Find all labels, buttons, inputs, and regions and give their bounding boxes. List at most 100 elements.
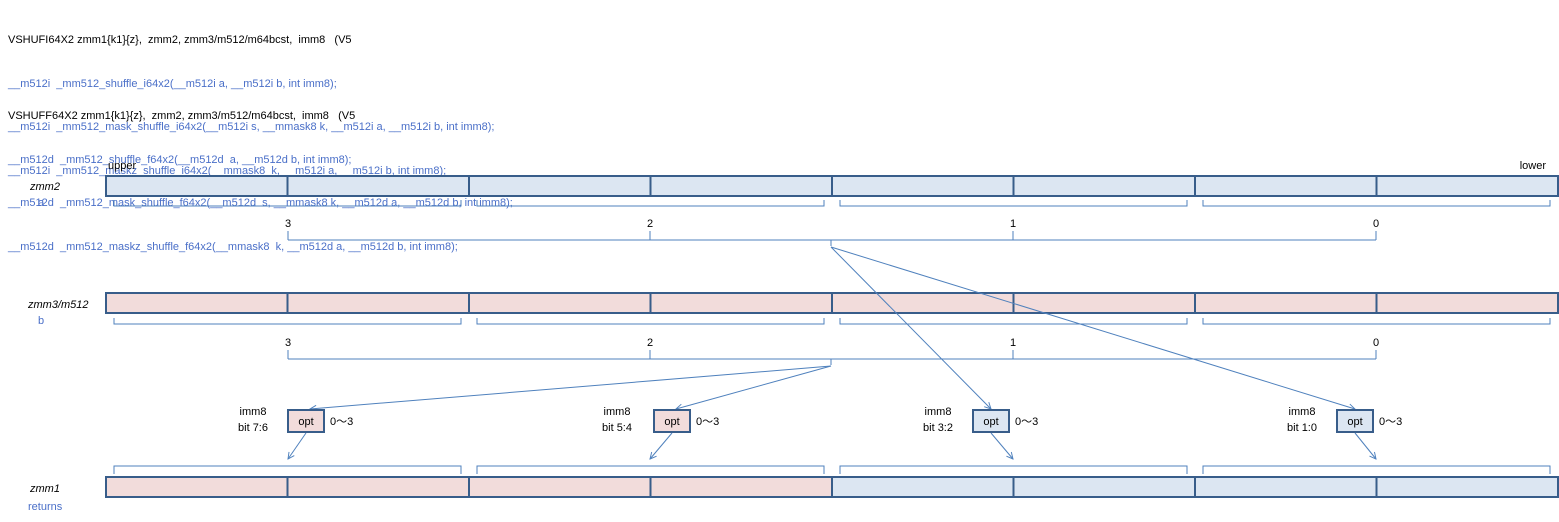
- zmm3-label: zmm3/m512: [27, 299, 89, 311]
- select-arrow: [288, 432, 307, 459]
- opt-box: [972, 409, 1010, 433]
- register-cell: [105, 292, 289, 314]
- lane-index-label: 1: [1010, 218, 1016, 230]
- imm8-label: imm8: [604, 406, 631, 418]
- range-label: 0～3: [1379, 416, 1402, 428]
- register-cell: [286, 292, 470, 314]
- selector-0: opt 0～3 imm8 bit 7:6: [238, 406, 353, 459]
- opt-box: [1336, 409, 1374, 433]
- opt-label: opt: [983, 416, 998, 428]
- lane-brace: [113, 318, 462, 325]
- lane-index-label: 1: [1010, 337, 1016, 349]
- register-cell: [1194, 292, 1378, 314]
- register-cell: [1012, 476, 1196, 498]
- zmm3-register: [105, 292, 1559, 314]
- zmm2-register: [105, 175, 1559, 197]
- imm8-bits-label: bit 1:0: [1287, 422, 1317, 434]
- lane-brace: [1202, 318, 1551, 325]
- selector-3: opt 0～3 imm8 bit 1:0: [1287, 406, 1402, 459]
- register-cell: [105, 476, 289, 498]
- register-cell: [1194, 476, 1378, 498]
- opt-label: opt: [1347, 416, 1362, 428]
- lower-label: lower: [1520, 160, 1547, 172]
- source-arrow: [830, 246, 1355, 409]
- range-label: 0～3: [696, 416, 719, 428]
- register-cell: [649, 292, 833, 314]
- register-cell: [286, 476, 470, 498]
- range-label: 0～3: [330, 416, 353, 428]
- opt-box: [287, 409, 325, 433]
- imm8-label: imm8: [1289, 406, 1316, 418]
- zmm1-label: zmm1: [29, 483, 60, 495]
- zmm2-lane-braces: [113, 200, 1551, 207]
- zmm2-lane-indices: 3 2 1 0: [285, 218, 1379, 246]
- register-cell: [286, 175, 470, 197]
- register-cell: [105, 175, 289, 197]
- a-alias-label: a: [38, 197, 45, 209]
- lane-brace: [839, 200, 1188, 207]
- lane-index-label: 2: [647, 337, 653, 349]
- zmm3-lane-braces: [113, 318, 1551, 325]
- fp-prototype: __m512d _mm512_shuffle_f64x2(__m512d a, …: [8, 153, 352, 166]
- opt-box: [653, 409, 691, 433]
- register-cell: [1375, 175, 1559, 197]
- lane-brace: [839, 465, 1188, 474]
- register-cell: [831, 292, 1015, 314]
- fp-instruction-title: VSHUFF64X2 zmm1{k1}{z}, zmm2, zmm3/m512/…: [8, 110, 356, 122]
- select-arrow: [1354, 432, 1376, 459]
- upper-label: upper: [108, 160, 136, 172]
- range-label: 0～3: [1015, 416, 1038, 428]
- lane-brace: [1202, 465, 1551, 474]
- zmm1-register: [105, 476, 1559, 498]
- connector-lines: [310, 246, 1355, 409]
- zmm3-lane-indices: 3 2 1 0: [285, 337, 1379, 365]
- int-prototype: __m512i _mm512_shuffle_i64x2(__m512i a, …: [8, 77, 337, 90]
- register-cell: [1194, 175, 1378, 197]
- int-prototype: __m512i _mm512_maskz_shuffle_i64x2(__mma…: [8, 164, 447, 177]
- imm8-label: imm8: [925, 406, 952, 418]
- lane-brace: [113, 200, 462, 207]
- register-cell: [1375, 292, 1559, 314]
- register-cell: [831, 476, 1015, 498]
- register-rows: 3 2 1 0 3 2 1 0: [105, 175, 1559, 498]
- source-arrow: [310, 365, 832, 409]
- returns-label: returns: [28, 501, 63, 513]
- register-cell: [1012, 292, 1196, 314]
- lane-brace: [476, 465, 825, 474]
- imm8-bits-label: bit 7:6: [238, 422, 268, 434]
- register-cell: [649, 175, 833, 197]
- register-cell: [468, 476, 652, 498]
- register-cell: [1375, 476, 1559, 498]
- zmm1-lane-braces: [113, 465, 1551, 474]
- fp-prototype: __m512d _mm512_maskz_shuffle_f64x2(__mma…: [8, 240, 458, 253]
- lane-index-label: 3: [285, 337, 291, 349]
- int-instruction-title: VSHUFI64X2 zmm1{k1}{z}, zmm2, zmm3/m512/…: [8, 34, 352, 46]
- imm8-bits-label: bit 5:4: [602, 422, 632, 434]
- lane-index-label: 2: [647, 218, 653, 230]
- lane-index-label: 0: [1373, 218, 1379, 230]
- register-cell: [649, 476, 833, 498]
- b-alias-label: b: [38, 315, 44, 327]
- zmm2-label: zmm2: [29, 181, 60, 193]
- register-cell: [468, 292, 652, 314]
- lane-brace: [476, 318, 825, 325]
- int-prototype: __m512i _mm512_mask_shuffle_i64x2(__m512…: [8, 121, 495, 133]
- source-arrow: [830, 246, 991, 409]
- lane-brace: [476, 200, 825, 207]
- lane-index-label: 3: [285, 218, 291, 230]
- opt-label: opt: [664, 416, 679, 428]
- lane-index-label: 0: [1373, 337, 1379, 349]
- source-arrow: [676, 365, 832, 409]
- imm8-bits-label: bit 3:2: [923, 422, 953, 434]
- lane-brace: [113, 465, 462, 474]
- imm8-label: imm8: [240, 406, 267, 418]
- opt-label: opt: [298, 416, 313, 428]
- selector-1: opt 0～3 imm8 bit 5:4: [602, 406, 719, 459]
- select-arrow: [990, 432, 1013, 459]
- register-cell: [1012, 175, 1196, 197]
- int-instruction-block: VSHUFI64X2 zmm1{k1}{z}, zmm2, zmm3/m512/…: [8, 4, 494, 193]
- selector-2: opt 0～3 imm8 bit 3:2: [923, 406, 1038, 459]
- lane-brace: [839, 318, 1188, 325]
- selector-group: opt 0～3 imm8 bit 7:6 opt 0～3 imm8 bit 5:4 opt 0～3…: [238, 406, 1402, 459]
